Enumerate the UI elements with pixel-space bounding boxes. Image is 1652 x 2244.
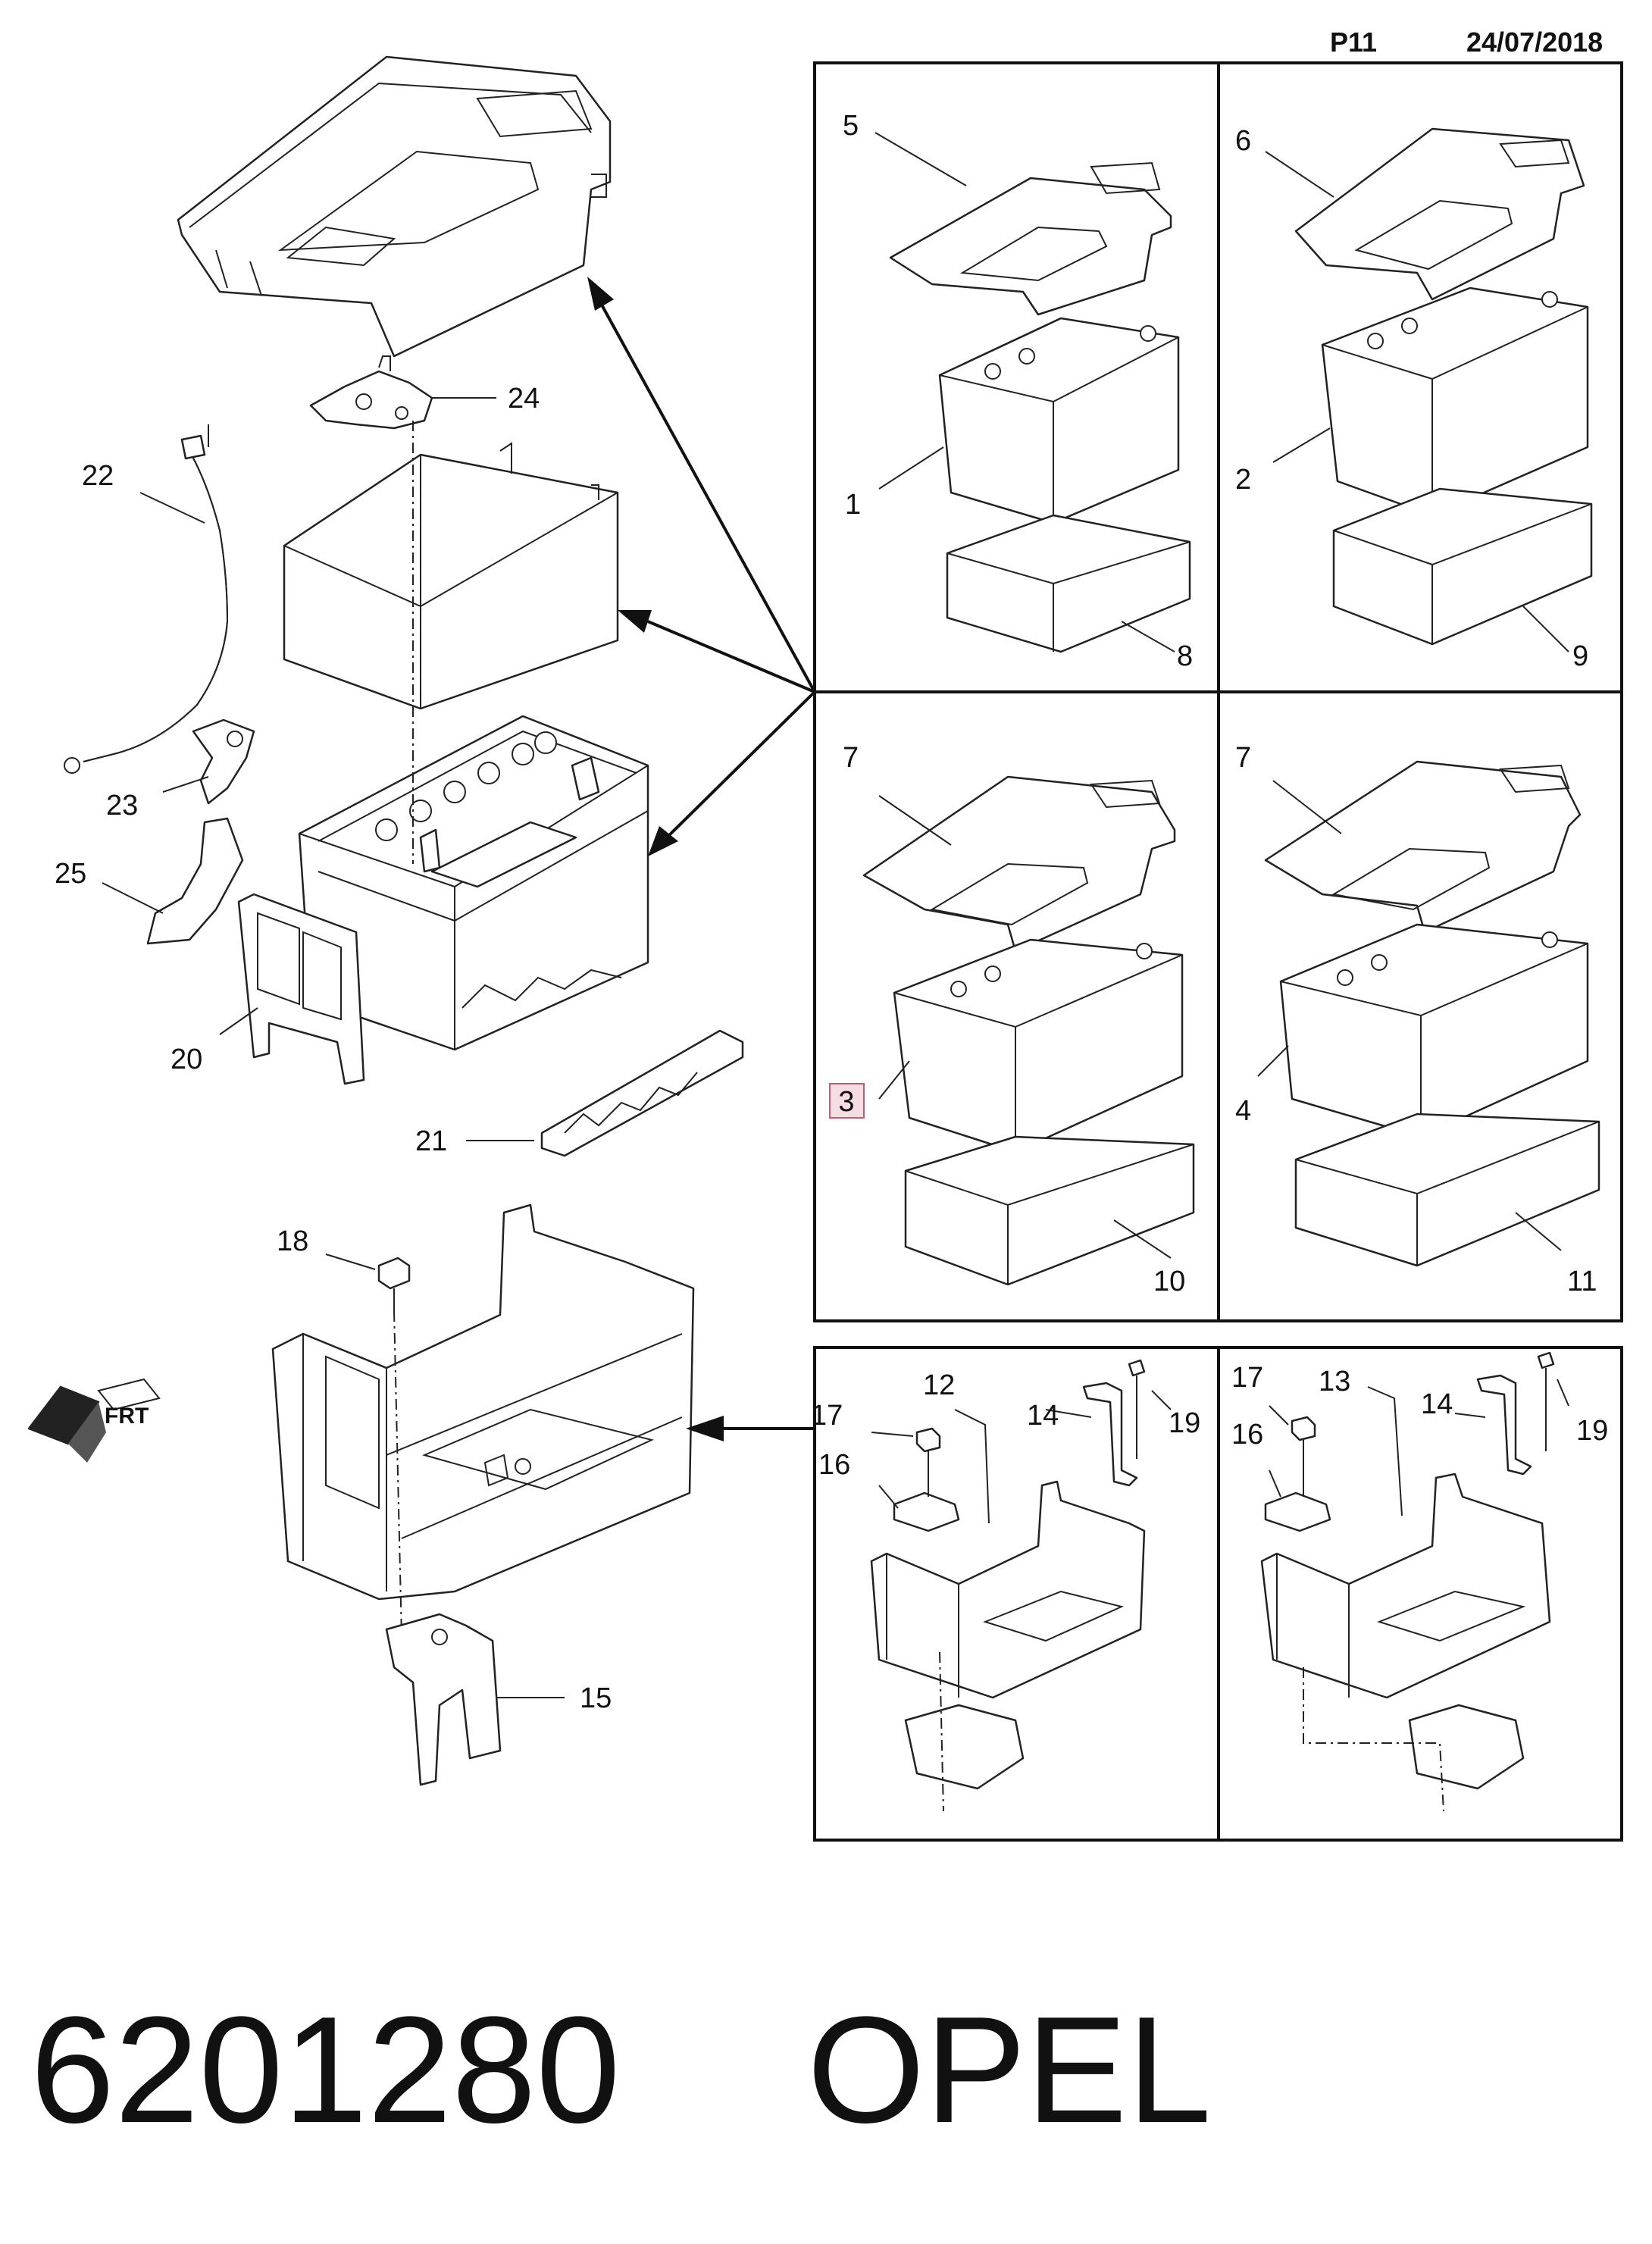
panel-bottom-left xyxy=(870,1359,1172,1812)
callout-13: 13 xyxy=(1319,1366,1350,1397)
front-direction-icon: FRT xyxy=(27,1378,161,1463)
callout-6: 6 xyxy=(1235,125,1251,157)
svg-text:FRT: FRT xyxy=(105,1404,149,1429)
panel-bottom-right xyxy=(1260,1351,1569,1812)
panel-middle-right xyxy=(1257,760,1600,1267)
callout-10: 10 xyxy=(1153,1266,1185,1297)
callout-16-left: 16 xyxy=(818,1449,850,1481)
callout-12: 12 xyxy=(923,1369,955,1401)
callout-23: 23 xyxy=(106,790,138,822)
callout-14-right: 14 xyxy=(1421,1388,1453,1420)
callout-4: 4 xyxy=(1235,1095,1251,1127)
callout-16-right: 16 xyxy=(1231,1419,1263,1451)
battery-insulation-box-main xyxy=(283,442,619,710)
battery-tray-main xyxy=(271,1203,695,1601)
callout-24: 24 xyxy=(508,383,540,415)
callout-14-left: 14 xyxy=(1027,1400,1059,1432)
bracket-15 xyxy=(385,1613,502,1786)
callout-8: 8 xyxy=(1177,640,1193,672)
callout-3-highlighted[interactable]: 3 xyxy=(838,1086,854,1118)
diagram-date: 24/07/2018 xyxy=(1466,27,1603,58)
callout-17-left: 17 xyxy=(811,1400,843,1432)
brand-name: OPEL xyxy=(807,1986,1212,2155)
panel-top-left xyxy=(874,132,1191,653)
panel-grid xyxy=(813,61,1623,1842)
bolt-18 xyxy=(377,1257,411,1311)
callout-5: 5 xyxy=(843,110,859,142)
terminal-clamp-24 xyxy=(309,355,433,430)
page-code: P11 xyxy=(1330,27,1377,58)
panel-top-right xyxy=(1265,127,1593,653)
terminal-23 xyxy=(192,718,255,805)
battery-cover-main xyxy=(177,55,612,358)
part-number: 6201280 xyxy=(30,1986,621,2155)
bracket-25 xyxy=(146,817,244,945)
callout-25: 25 xyxy=(55,858,86,890)
hold-down-20 xyxy=(237,893,365,1085)
callout-7-right: 7 xyxy=(1235,742,1251,774)
callout-11: 11 xyxy=(1567,1266,1597,1297)
callout-18: 18 xyxy=(277,1225,308,1257)
callout-1: 1 xyxy=(845,489,861,521)
ground-cable-22 xyxy=(64,424,229,774)
callout-7-left: 7 xyxy=(843,742,859,774)
reference-arrows xyxy=(587,277,816,1441)
callout-15: 15 xyxy=(580,1682,612,1714)
callout-21: 21 xyxy=(415,1125,447,1157)
callout-17-right: 17 xyxy=(1231,1362,1263,1394)
callout-9: 9 xyxy=(1572,640,1588,672)
callout-2: 2 xyxy=(1235,464,1251,496)
shim-strip-21 xyxy=(540,1029,744,1157)
callout-20: 20 xyxy=(171,1044,202,1075)
panel-middle-left xyxy=(862,775,1195,1286)
callout-19-left: 19 xyxy=(1169,1407,1200,1439)
highlight-box-3 xyxy=(829,1083,865,1119)
callout-22: 22 xyxy=(82,460,114,492)
callout-19-right: 19 xyxy=(1576,1415,1608,1447)
